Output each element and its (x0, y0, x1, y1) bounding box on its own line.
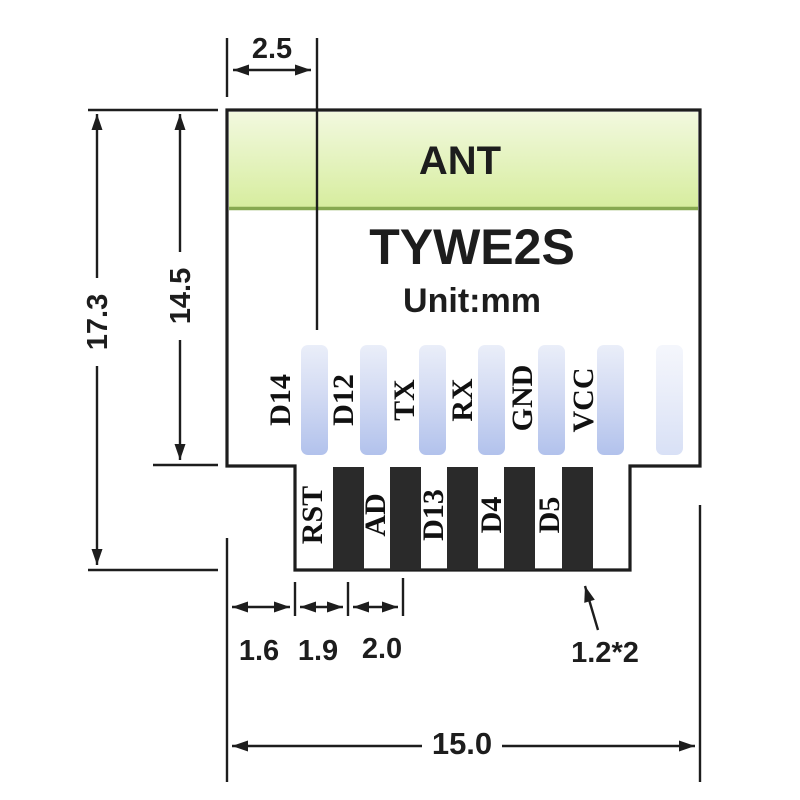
dim-total-width-group: 15.0 (232, 505, 702, 782)
top-pin-label-rx: RX (446, 378, 479, 422)
bottom-pin-label-rst: RST (296, 486, 329, 544)
dim-2-5-value: 2.5 (252, 33, 292, 65)
top-pin-pad-6 (597, 345, 624, 455)
top-pin-pad-7 (656, 345, 683, 455)
dim-body-height: 14.5 (153, 114, 218, 467)
top-pin-label-d12: D12 (327, 374, 360, 426)
top-pin-pad-5 (538, 345, 565, 455)
top-pin-pad-2 (360, 345, 387, 455)
antenna-bar (229, 112, 698, 207)
dim-pin-size-value: 1.2*2 (571, 637, 639, 669)
dim-2-0-value: 2.0 (362, 633, 402, 665)
dim-17-3-value: 17.3 (82, 294, 114, 350)
top-pin-label-tx: TX (388, 379, 421, 421)
bottom-pin-pad-1 (333, 467, 364, 570)
top-pin-label-d14: D14 (264, 374, 297, 426)
dim-14-5-value: 14.5 (165, 268, 197, 324)
dim-15-0-value-bg (422, 727, 502, 763)
bottom-pin-pad-3 (447, 467, 478, 570)
bottom-pin-pad-5 (562, 467, 593, 570)
unit-label: Unit:mm (403, 282, 541, 320)
module-title: TYWE2S (369, 219, 575, 275)
dim-pin-size-group: 1.2*2 (571, 585, 639, 669)
top-pin-label-vcc: VCC (567, 368, 600, 433)
bottom-pin-label-d4: D4 (475, 497, 508, 534)
top-pin-pad-1 (301, 345, 328, 455)
top-pin-pad-4 (478, 345, 505, 455)
dim-total-height: 17.3 (80, 108, 218, 572)
bottom-pin-pad-2 (390, 467, 421, 570)
module-outline (225, 108, 702, 572)
top-pin-pads (301, 345, 683, 455)
dim-14-5-value-bg (163, 252, 197, 340)
dim-bottom-left-group: 1.6 1.9 2.0 (225, 538, 405, 782)
dim-1-9-value: 1.9 (298, 635, 338, 667)
dim-pin-size-leader (583, 585, 600, 631)
dim-antenna-offset: 2.5 (225, 33, 311, 97)
bottom-pin-labels: RST AD D13 D4 D5 (296, 486, 566, 544)
bottom-pin-label-d13: D13 (417, 489, 450, 541)
top-pin-label-gnd: GND (506, 365, 539, 432)
bottom-pin-label-ad: AD (359, 493, 392, 536)
bottom-pin-pad-4 (504, 467, 535, 570)
top-pin-pad-3 (419, 345, 446, 455)
dim-15-0-value: 15.0 (432, 726, 492, 761)
bottom-pin-label-d5: D5 (533, 497, 566, 534)
bottom-pin-pads (333, 467, 593, 570)
top-pin-labels: D14 D12 TX RX GND VCC (264, 365, 600, 433)
antenna-label: ANT (419, 139, 501, 183)
dim-1-6-value: 1.6 (239, 635, 279, 667)
dim-17-3-value-bg (80, 278, 114, 366)
